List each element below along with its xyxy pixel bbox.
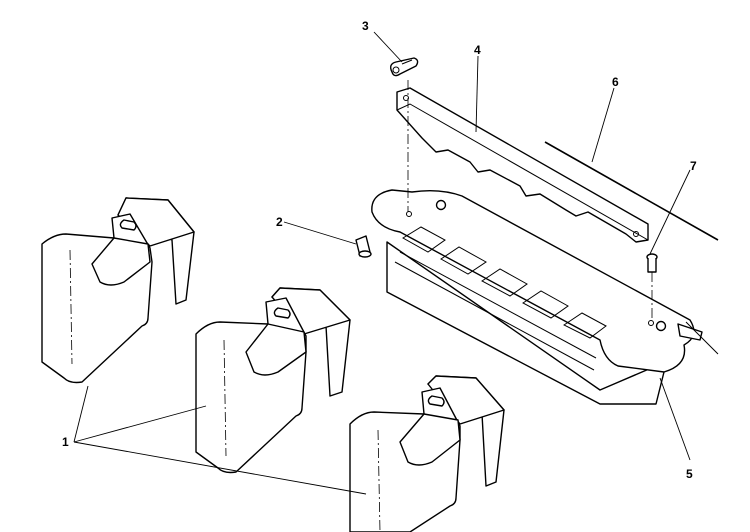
callouts: 1 2 3 4 5 6 7: [62, 19, 697, 481]
callout-1: 1: [62, 435, 69, 449]
suitcase-weight-3: [349, 375, 505, 532]
bolt-part-7: [646, 253, 658, 273]
leader-lines: [73, 31, 691, 495]
weight-bracket-part-5: [371, 189, 719, 405]
callout-4: 4: [474, 43, 481, 57]
callout-5: 5: [686, 467, 693, 481]
suitcase-weight-1: [41, 197, 195, 384]
callout-2: 2: [276, 215, 283, 229]
pin-part-2: [355, 235, 372, 258]
callout-3: 3: [362, 19, 369, 33]
center-lines: [407, 80, 653, 320]
callout-6: 6: [612, 75, 619, 89]
callout-7: 7: [690, 159, 697, 173]
suitcase-weight-2: [195, 287, 351, 474]
rod-part-6: [544, 141, 719, 241]
retaining-bar-part-4: [396, 87, 649, 243]
hitch-pin-part-3: [389, 57, 419, 77]
